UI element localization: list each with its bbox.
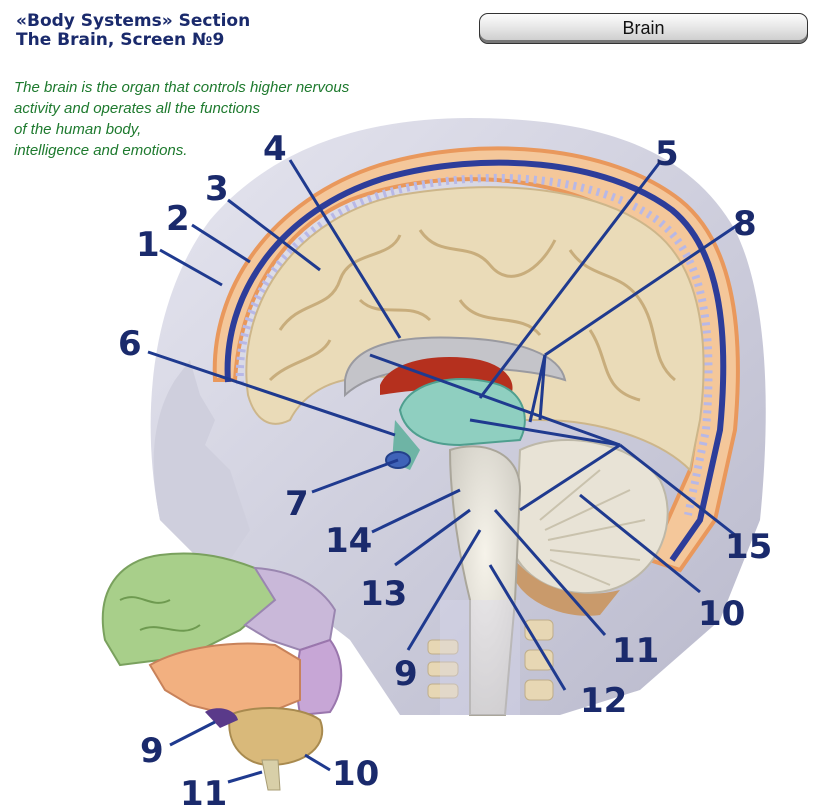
label-12: 12 — [580, 681, 627, 721]
intro-line: The brain is the organ that controls hig… — [14, 79, 350, 96]
label-1: 1 — [136, 225, 160, 265]
brain-topic-button-label: Brain — [622, 18, 665, 38]
cerebellum-lower — [515, 560, 620, 616]
label-4: 4 — [263, 129, 287, 169]
label-3: 3 — [205, 169, 229, 209]
brain-label-9: 9 — [140, 731, 164, 771]
brainstem-3d — [261, 759, 281, 791]
vertebrae — [427, 619, 554, 701]
skull-layer — [212, 146, 740, 573]
brain-topic-button[interactable]: Brain — [479, 13, 808, 44]
label-10: 10 — [698, 594, 745, 634]
brain-label-11: 11 — [180, 774, 227, 810]
label-9: 9 — [394, 654, 418, 694]
section-title: «Body Systems» Section — [16, 11, 251, 31]
arbor-vitae — [539, 469, 646, 586]
intro-text: The brain is the organ that controls hig… — [14, 77, 414, 161]
label-13: 13 — [360, 574, 407, 614]
intro-line: of the human body, — [14, 121, 142, 138]
intro-line: activity and operates all the functions — [14, 100, 260, 117]
screen-title: The Brain, Screen №9 — [16, 30, 225, 50]
spinal-csf — [440, 600, 520, 715]
screen-header: «Body Systems» Section The Brain, Screen… — [16, 12, 250, 50]
label-2: 2 — [166, 199, 190, 239]
label-11: 11 — [612, 631, 659, 671]
dura-layer — [224, 159, 727, 562]
label-7: 7 — [285, 484, 309, 524]
leader-lines — [147, 159, 743, 784]
parietal-lobe — [243, 566, 337, 652]
occipital-lobe — [293, 638, 343, 717]
label-5: 5 — [655, 134, 679, 174]
label-8: 8 — [733, 204, 757, 244]
temporal-lobe — [148, 642, 301, 717]
label-14: 14 — [325, 521, 372, 561]
face-profile — [153, 360, 250, 560]
whole-brain-illustration — [101, 552, 343, 791]
intro-line: intelligence and emotions. — [14, 142, 188, 159]
pons-3d — [205, 708, 238, 728]
label-15: 15 — [725, 527, 772, 567]
brain-label-10: 10 — [332, 754, 379, 794]
thalamus — [398, 378, 526, 447]
cerebellum-3d — [228, 707, 323, 767]
label-6: 6 — [118, 324, 142, 364]
